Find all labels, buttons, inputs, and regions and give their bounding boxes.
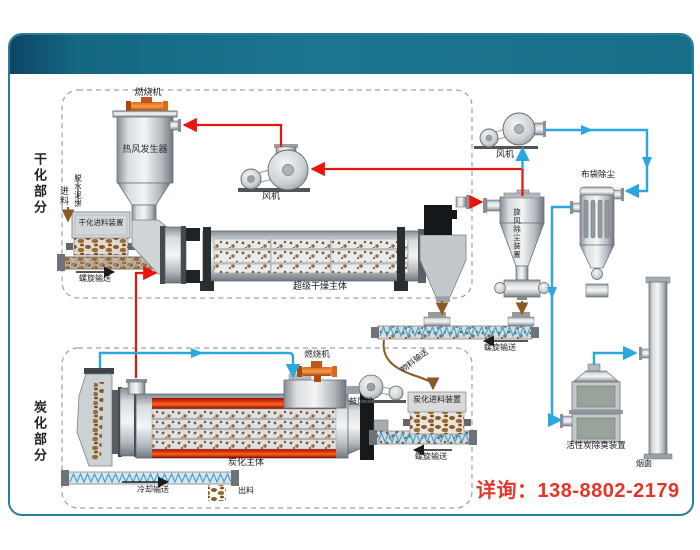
carbonization-section-box xyxy=(61,347,473,509)
dryer-body xyxy=(160,226,426,291)
label-burner-carb: 燃烧机 xyxy=(304,349,330,359)
fan-right xyxy=(474,112,546,149)
title-bar xyxy=(10,35,692,74)
label-deodorizer: 活性炭除臭装置 xyxy=(566,440,626,450)
carbonizer-body xyxy=(112,379,389,460)
section-label-carbonization: 炭化部分 xyxy=(32,400,47,464)
activated-carbon-deodorizer xyxy=(560,363,623,443)
label-carbonizer-feeder: 炭化进料装置 xyxy=(413,395,461,404)
dryer-discharge-hood xyxy=(419,195,469,302)
discharge-material xyxy=(208,485,226,501)
label-fan-right: 风机 xyxy=(495,149,514,159)
label-discharge: 出料 xyxy=(238,486,254,495)
label-carbonizer-body: 炭化主体 xyxy=(227,457,264,467)
label-bag-filter: 布袋除尘 xyxy=(580,169,615,179)
cooling-conveyor xyxy=(61,470,239,501)
label-dryer-body: 超级干燥主体 xyxy=(292,281,347,291)
section-label-drying: 干化部分 xyxy=(32,152,47,216)
label-chimney: 烟囱 xyxy=(636,459,652,468)
drying-feeder xyxy=(66,177,135,256)
label-mid-screw: 螺旋输送 xyxy=(484,343,516,352)
label-cyclone: 旋风除尘装置 xyxy=(512,207,522,259)
blower xyxy=(358,374,406,403)
contact-phone: 详询：138-8802-2179 xyxy=(476,480,680,502)
chimney xyxy=(639,276,673,460)
burner-top xyxy=(131,102,163,111)
label-feed-screw: 螺旋输送 xyxy=(79,274,111,283)
drying-section-box xyxy=(61,89,473,299)
label-blower: 鼓风机 xyxy=(349,397,373,406)
label-carb-screw: 螺旋输送 xyxy=(415,452,447,461)
mid-screw-conveyor xyxy=(371,312,539,340)
carbonizer-front-hood xyxy=(76,368,114,467)
label-drying-feeder: 干化进料装置 xyxy=(78,218,124,227)
gas-line-mid-arrows xyxy=(191,125,652,358)
label-hot-air-generator: 热风发生器 xyxy=(122,144,168,154)
bag-filter xyxy=(570,186,624,298)
material-lines xyxy=(61,207,529,391)
label-feed: 进料 xyxy=(59,186,69,206)
label-burner-top: 燃烧机 xyxy=(134,87,162,97)
page-title: 昆明滇重矿机垃圾热解炭化工艺流程示意图 xyxy=(18,13,399,34)
conveyor-direction-arrows xyxy=(76,266,528,488)
fan-mid xyxy=(238,144,310,192)
label-fan-mid: 风机 xyxy=(261,191,280,201)
label-dewatered-cake: 脱水泥饼 xyxy=(73,174,83,208)
label-cooling-conveyor: 冷却输送 xyxy=(137,485,169,494)
carbonizer-feeder xyxy=(403,391,471,435)
